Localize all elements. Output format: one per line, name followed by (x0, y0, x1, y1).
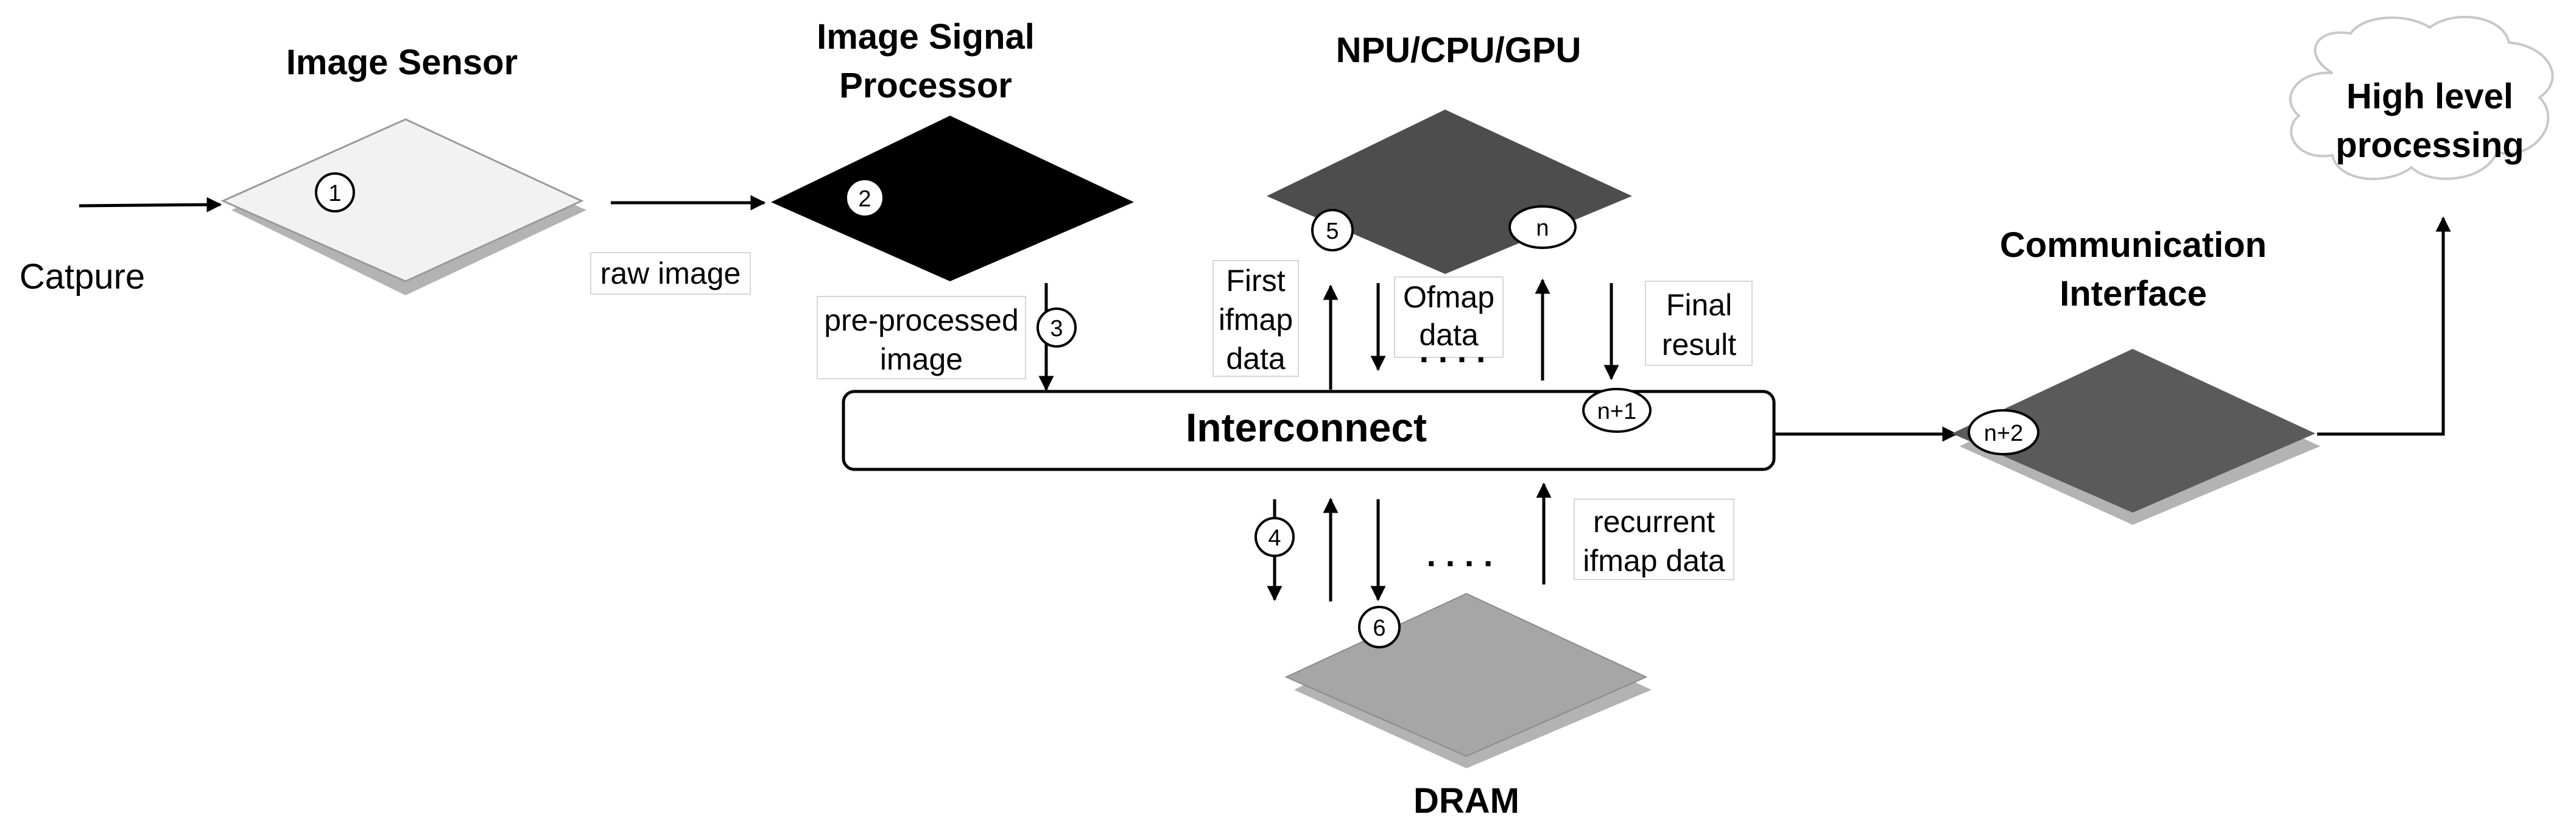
step-n-label: n (1536, 216, 1549, 241)
preprocessed-label-line2: image (880, 342, 963, 376)
step-5-label: 5 (1326, 219, 1339, 244)
npu-block: 5 n (1267, 110, 1632, 274)
step-n1-marker (1582, 388, 1652, 433)
step-6-label: 6 (1373, 616, 1385, 641)
preprocessed-label-line1: pre-processed (824, 303, 1019, 337)
recurrent-label-line2: ifmap data (1583, 544, 1725, 578)
final-result-label-line1: Final (1666, 288, 1732, 322)
raw-image-label: raw image (600, 256, 741, 290)
step-5-marker (1311, 209, 1354, 251)
recurrent-label-line1: recurrent (1593, 505, 1715, 539)
first-ifmap-label-line2: ifmap (1219, 303, 1293, 337)
step-1-marker (315, 172, 355, 212)
interconnect-bus (842, 390, 1776, 471)
image-sensor-chip (220, 118, 584, 282)
comm-title-line1: Communication (2000, 225, 2267, 265)
cloud-outline (2289, 15, 2554, 180)
capture-label: Catpure (19, 257, 145, 296)
step-2-marker (845, 178, 885, 218)
step-n-marker (1508, 205, 1577, 249)
top-ellipsis: . . . . (1420, 331, 1486, 370)
step-4-marker (1255, 517, 1295, 557)
dram-title: DRAM (1413, 781, 1519, 821)
step-3-marker (1036, 307, 1077, 348)
final-result-label-line2: result (1662, 328, 1736, 362)
bottom-ellipsis: . . . . (1427, 535, 1493, 574)
step-n1-label: n+1 (1597, 399, 1636, 424)
comm-title-line2: Interface (2060, 274, 2207, 314)
step-2-label: 2 (858, 186, 871, 212)
ofmap-label-line2: data (1419, 318, 1479, 352)
isp-chip (771, 116, 1134, 281)
step-4-label: 4 (1268, 525, 1281, 551)
cloud-title-line2: processing (2335, 125, 2524, 165)
raw-image-label-box (590, 252, 751, 295)
step-1-label: 1 (328, 181, 341, 206)
image-sensor-block: 1 (220, 118, 586, 295)
step-n2-marker (1968, 409, 2039, 455)
final-result-label-box (1645, 281, 1753, 366)
dram-chip (1284, 592, 1648, 757)
ofmap-label-line1: Ofmap (1403, 280, 1494, 314)
comm-chip (1952, 349, 2315, 513)
isp-title-line1: Image Signal (817, 17, 1035, 57)
first-ifmap-label-line3: data (1226, 342, 1286, 376)
cloud-title-line1: High level (2346, 77, 2513, 116)
comm-to-cloud-arrow (2317, 216, 2451, 436)
recurrent-label-box (1574, 499, 1734, 580)
isp-title-line2: Processor (839, 66, 1012, 105)
ofmap-label-box (1394, 276, 1504, 358)
step-6-marker (1358, 606, 1401, 648)
capture-arrow (79, 197, 222, 212)
first-ifmap-label-box (1212, 260, 1299, 377)
isp-block: 2 (771, 116, 1134, 281)
step-n2-label: n+2 (1984, 421, 2023, 446)
npu-chip (1267, 110, 1632, 274)
preprocessed-label-box (817, 296, 1026, 379)
dram-block: 6 (1284, 592, 1652, 768)
comm-block: n+2 (1952, 349, 2320, 525)
cloud-shape (2289, 15, 2554, 180)
image-sensor-title: Image Sensor (286, 43, 518, 82)
step-3-label: 3 (1050, 316, 1063, 342)
npu-title: NPU/CPU/GPU (1336, 30, 1582, 70)
interconnect-label: Interconnect (1186, 405, 1427, 450)
first-ifmap-label-line1: First (1226, 264, 1285, 298)
